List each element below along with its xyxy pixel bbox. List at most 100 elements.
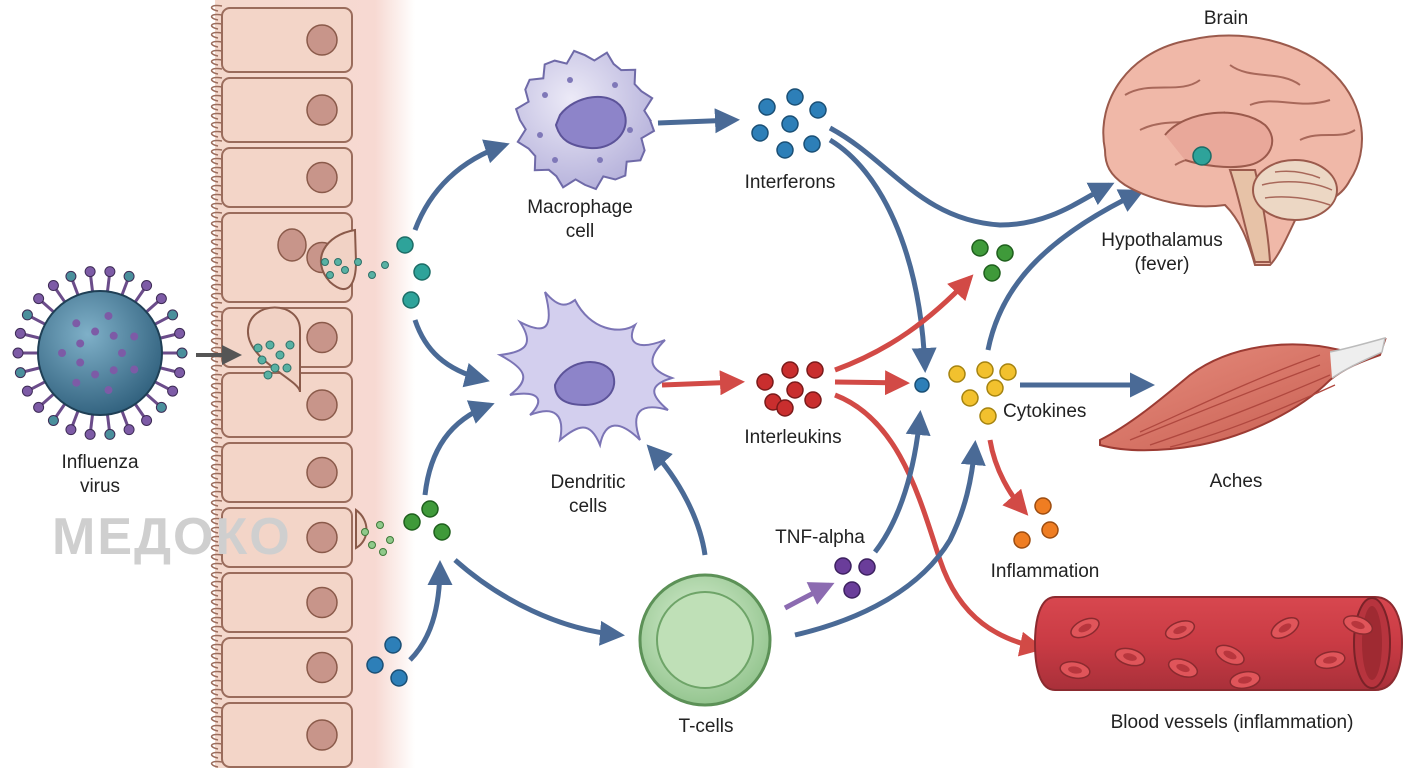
cilium (210, 517, 223, 525)
cilium (210, 643, 223, 651)
cilium (210, 130, 223, 138)
green-cluster-lower-particle (421, 500, 439, 518)
label-hypothalamus-line2: (fever) (1135, 254, 1190, 275)
virus-spike-tip (33, 293, 45, 305)
pathway-arrows (196, 108, 1155, 662)
virion (368, 271, 376, 279)
label-blood-vessels: Blood vessels (inflammation) (1111, 712, 1354, 733)
cilium (210, 319, 223, 327)
virion (379, 548, 387, 556)
cilium (210, 193, 223, 201)
cilium (210, 49, 223, 57)
cilium (210, 67, 223, 75)
epithelial-cells (221, 7, 353, 768)
red-blood-cell-center (1351, 620, 1365, 630)
cilium (210, 535, 223, 543)
green-cluster-upper-particle (996, 244, 1014, 262)
virus-spike-tip (21, 309, 33, 321)
cilium (210, 580, 223, 588)
cilium (210, 616, 223, 624)
virus-protein (76, 339, 85, 348)
virion (354, 258, 362, 266)
virion (285, 340, 295, 350)
label-aches: Aches (1210, 471, 1263, 492)
cytokine-cluster-particle (986, 379, 1004, 397)
cilium (210, 139, 223, 147)
green-cluster-lower (403, 500, 451, 541)
arrow-tcells-to-dendritic (646, 444, 708, 556)
arrow-macrophage-to-interferons (657, 108, 740, 134)
cilium (210, 562, 223, 570)
teal-cluster-particle (413, 263, 431, 281)
cilium (210, 22, 223, 30)
cilium (210, 382, 223, 390)
cilium (210, 229, 223, 237)
label-interleukins: Interleukins (744, 427, 841, 448)
cell-nucleus (306, 389, 338, 421)
green-cluster-lower-particle (403, 513, 421, 531)
inflammation-cluster-particle (1013, 531, 1031, 549)
cilium (210, 445, 223, 453)
red-blood-cell-center (1068, 666, 1082, 674)
t-cell (638, 573, 772, 707)
molecule-clusters (253, 88, 1059, 687)
cilium (210, 121, 223, 129)
cilium (210, 553, 223, 561)
virion (376, 521, 384, 529)
teal-cluster-particle (402, 291, 420, 309)
interleukin-cluster-particle (806, 361, 824, 379)
cilium (210, 418, 223, 426)
arrow-interferons-to-center (828, 137, 937, 373)
label-cytokines: Cytokines (1003, 401, 1086, 422)
influenza-virus (12, 266, 188, 440)
arrow-blue-to-green (408, 560, 453, 662)
interferon-cluster-particle (758, 98, 776, 116)
cell-nucleus (306, 651, 338, 684)
virus-spike-tip (14, 327, 26, 339)
virion (257, 355, 267, 365)
red-blood-cell-center (1176, 663, 1190, 673)
interleukin-cluster-particle (804, 391, 822, 409)
virus-spike-tip (21, 385, 33, 397)
virus-protein (76, 358, 85, 367)
inflammation-cluster-particle (1034, 497, 1052, 515)
cilium (210, 13, 223, 21)
interferon-cluster-particle (809, 101, 827, 119)
label-dendritic-line2: cells (569, 496, 607, 517)
virus-spike-tip (33, 401, 45, 413)
center-molecule (914, 377, 930, 393)
virion (334, 258, 342, 266)
virus-protein (104, 386, 113, 395)
arrow-cytokines-to-brain (985, 189, 1145, 351)
macrophage-granule (597, 157, 603, 163)
arrow-interleukins-to-center (834, 370, 910, 396)
cilium (210, 166, 223, 174)
interferon-cluster-particle (781, 115, 799, 133)
cilium (210, 4, 223, 12)
blue-cluster-particle (366, 656, 384, 674)
green-cluster-upper-particle (983, 264, 1001, 282)
cilia (210, 4, 223, 768)
cilium (210, 481, 223, 489)
arrow-dendritic-to-interleukins (661, 370, 745, 396)
tnf-alpha-cluster-particle (843, 581, 861, 599)
macrophage-granule (552, 157, 558, 163)
interferon-cluster (751, 88, 827, 159)
cilium (210, 589, 223, 597)
inflammation-cluster (1013, 497, 1059, 549)
cilium (210, 112, 223, 120)
virus-protein (91, 370, 100, 379)
virion (341, 266, 349, 274)
cilium (210, 454, 223, 462)
virus-protein (109, 366, 118, 375)
cilium (210, 364, 223, 372)
cilium (210, 292, 223, 300)
virus-protein (72, 319, 81, 328)
cilium (210, 148, 223, 156)
arrow-tnf-to-center (873, 410, 931, 554)
virus-spike-tip (104, 428, 116, 440)
virus-spike-tip (176, 347, 188, 359)
cilium (210, 238, 223, 246)
cilium (210, 31, 223, 39)
cell-nucleus (306, 24, 338, 56)
